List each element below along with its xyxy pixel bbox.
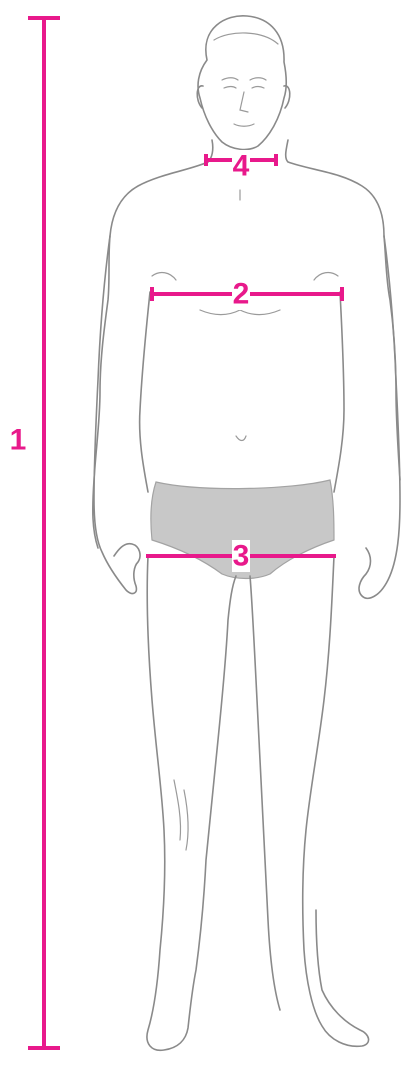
neck-measure-label: 4 xyxy=(233,150,250,183)
left-torso-side xyxy=(140,292,150,492)
nose xyxy=(240,92,248,112)
right-torso-side xyxy=(334,292,344,492)
pectoral-line xyxy=(200,310,280,315)
right-eye xyxy=(252,87,264,89)
knee-crease xyxy=(174,780,188,850)
head-outline xyxy=(198,16,286,150)
right-armpit-fold xyxy=(314,273,338,280)
left-eye xyxy=(224,87,236,89)
chest-measure-label: 2 xyxy=(233,278,250,311)
navel xyxy=(236,436,246,441)
left-arm xyxy=(94,236,140,593)
left-armpit-fold xyxy=(152,273,176,280)
right-eyebrow xyxy=(250,78,266,80)
left-eyebrow xyxy=(222,78,238,80)
right-arm xyxy=(359,236,400,598)
hairline xyxy=(214,33,278,44)
height-measure-label: 1 xyxy=(10,424,27,457)
left-leg xyxy=(147,556,236,1050)
hips-measure-label: 3 xyxy=(233,540,250,573)
torso-outline xyxy=(93,140,400,548)
mouth xyxy=(234,124,254,126)
right-leg xyxy=(250,556,369,1046)
